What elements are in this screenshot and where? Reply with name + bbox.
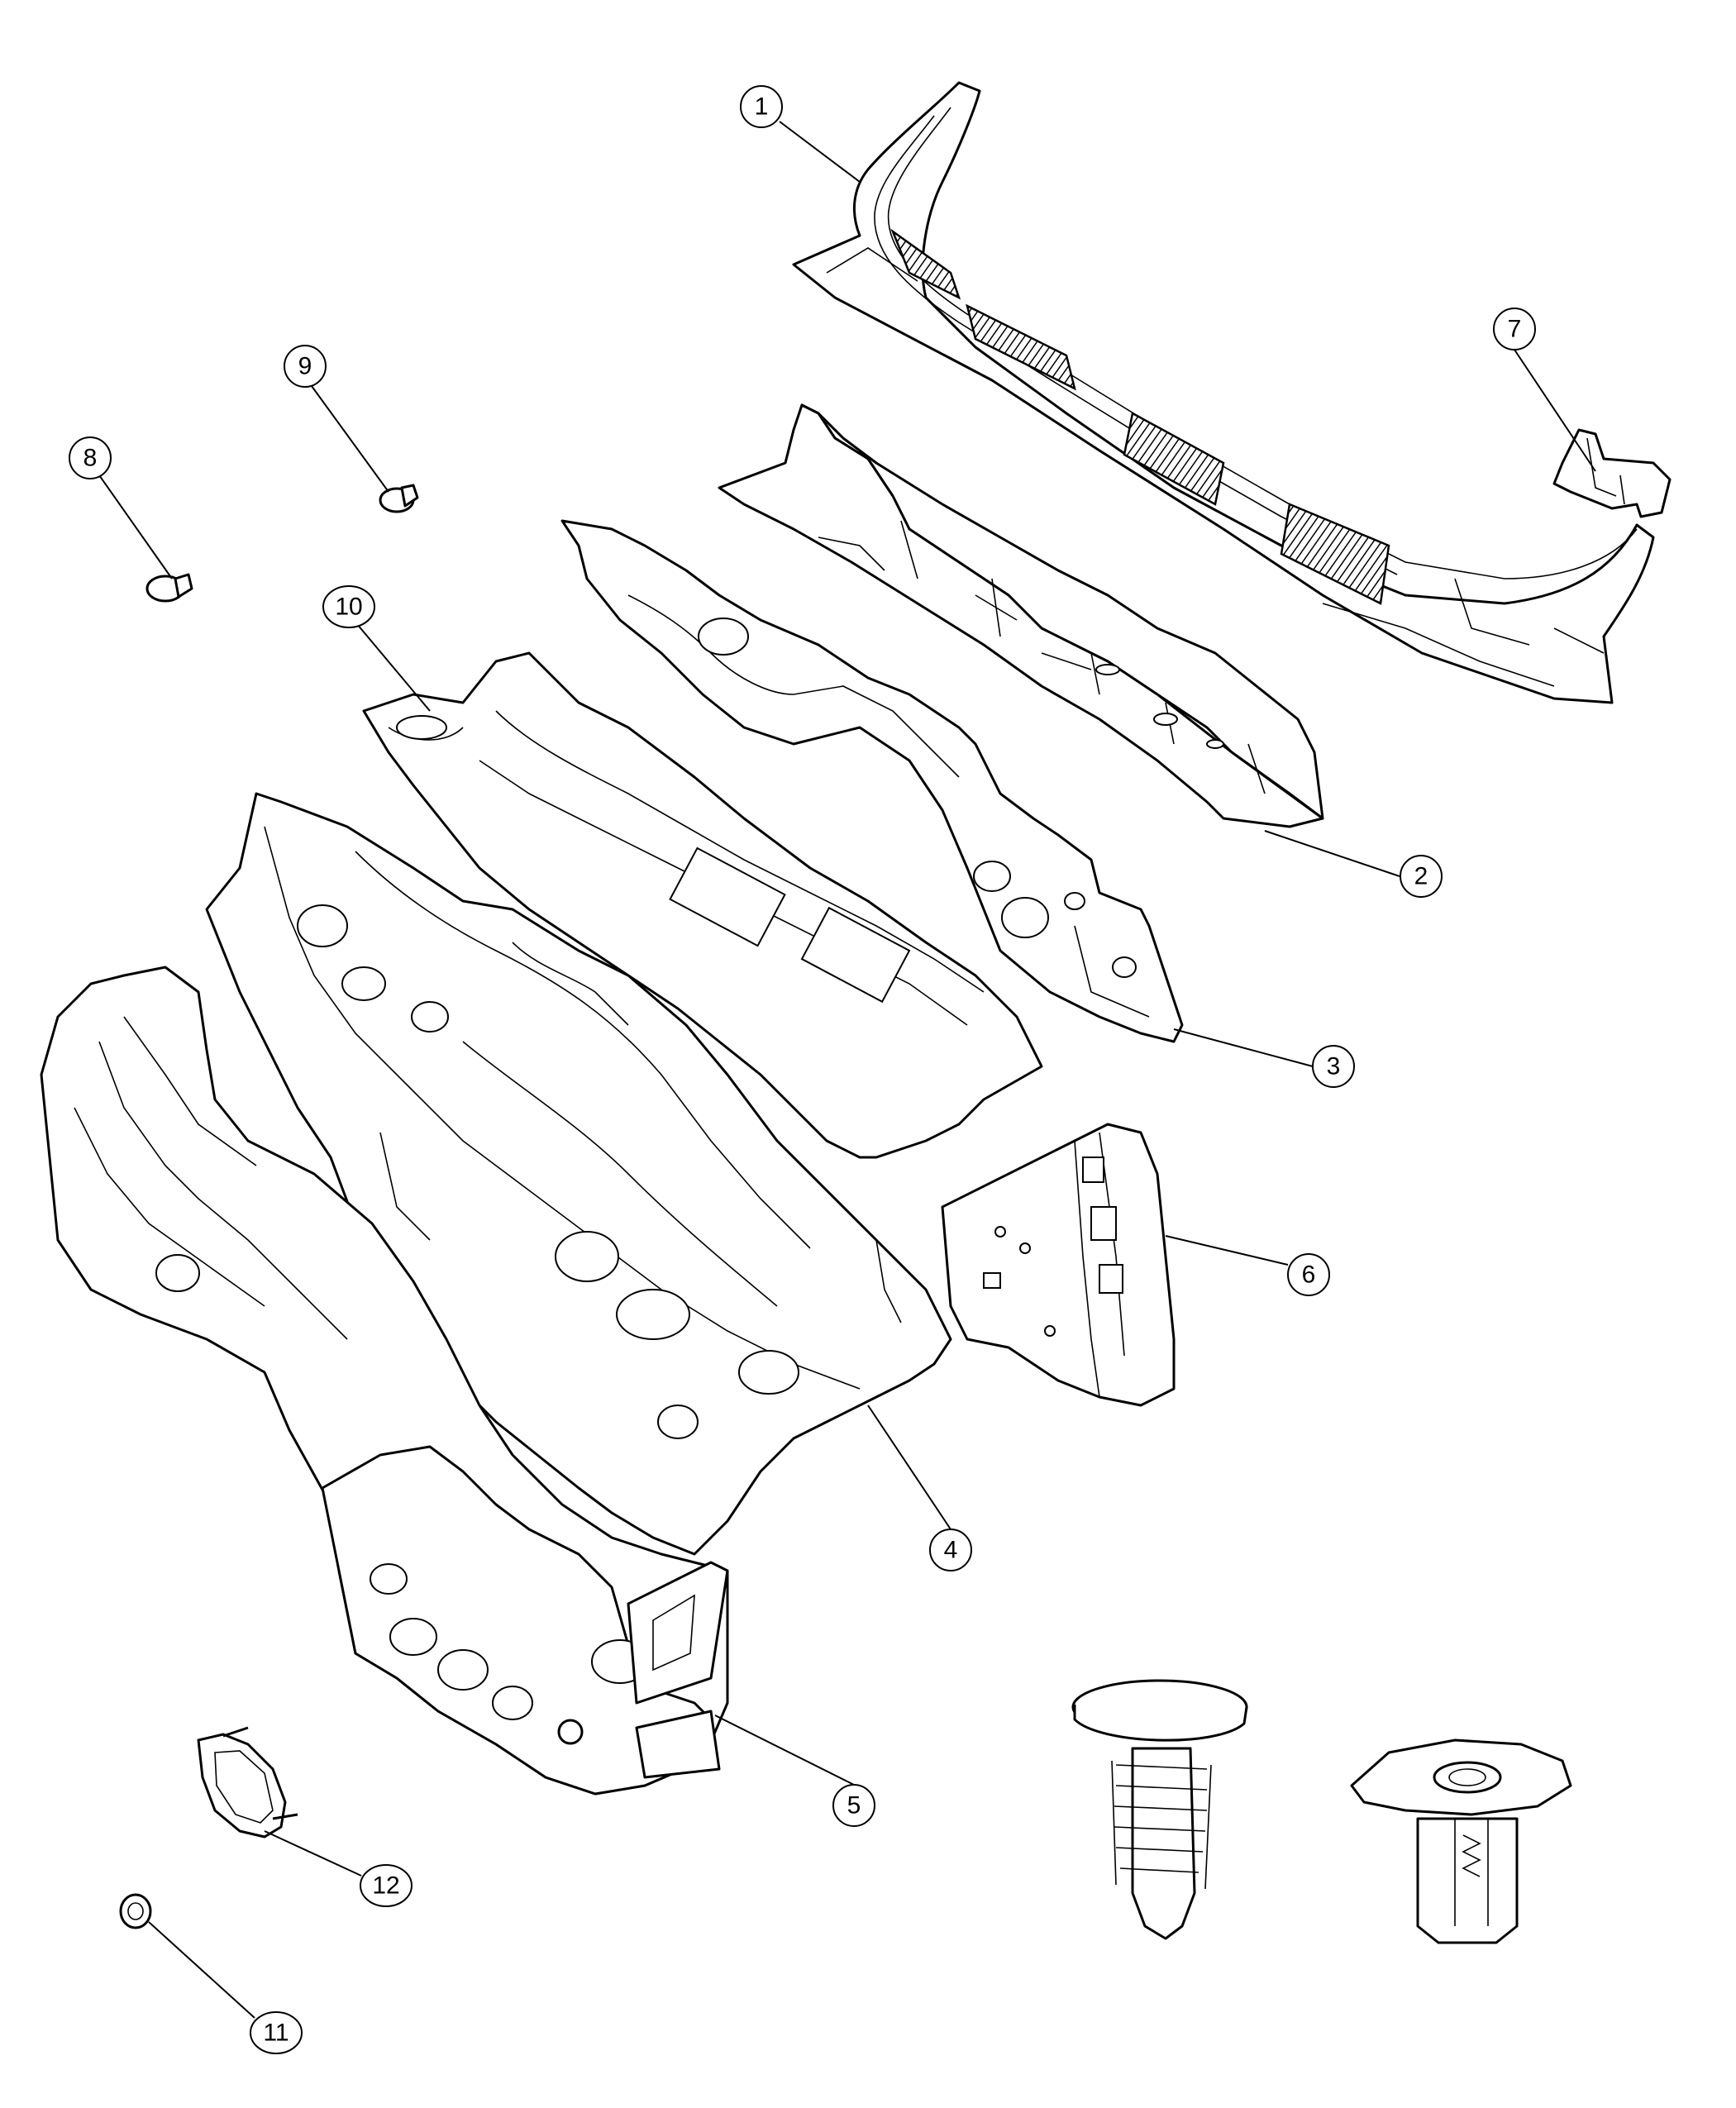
push-pin-fastener-detail bbox=[1071, 1679, 1248, 1940]
push-nut-fastener-detail bbox=[1350, 1738, 1572, 1944]
part-4-dash-panel-lower bbox=[205, 792, 952, 1556]
leader-lines bbox=[97, 121, 1596, 2019]
callout-12-label: 12 bbox=[372, 1872, 399, 1900]
callout-8: 8 bbox=[69, 436, 112, 479]
part-6-side-bracket bbox=[941, 1123, 1176, 1407]
callout-5-label: 5 bbox=[847, 1792, 861, 1819]
callout-9: 9 bbox=[284, 345, 327, 388]
callout-4: 4 bbox=[929, 1529, 972, 1571]
callout-9-label: 9 bbox=[298, 353, 312, 380]
part-7-small-bracket bbox=[1552, 428, 1672, 518]
callout-7-label: 7 bbox=[1508, 316, 1522, 343]
callout-1: 1 bbox=[740, 85, 783, 128]
callout-4-label: 4 bbox=[944, 1537, 958, 1564]
part-2-plenum-panel bbox=[718, 403, 1324, 828]
callout-10-label: 10 bbox=[335, 594, 362, 621]
callout-11: 11 bbox=[250, 2011, 303, 2054]
part-3-dash-panel-upper bbox=[560, 519, 1184, 1043]
callout-11-label: 11 bbox=[263, 2020, 289, 2047]
callout-3-label: 3 bbox=[1327, 1053, 1341, 1080]
callout-7: 7 bbox=[1493, 308, 1536, 351]
callout-8-label: 8 bbox=[83, 445, 98, 472]
callout-2: 2 bbox=[1400, 855, 1443, 898]
callout-12: 12 bbox=[360, 1864, 413, 1907]
callout-2-label: 2 bbox=[1414, 863, 1428, 890]
callout-1-label: 1 bbox=[755, 93, 769, 121]
part-12-stud-plate bbox=[197, 1726, 298, 1839]
part-10-dash-panel-middle bbox=[362, 651, 1043, 1159]
part-1-cowl-panel bbox=[792, 81, 1655, 704]
callout-3: 3 bbox=[1312, 1045, 1355, 1088]
callout-5: 5 bbox=[832, 1784, 875, 1827]
callout-10: 10 bbox=[322, 585, 375, 628]
part-5-dash-silencer bbox=[40, 966, 729, 1796]
part-9-clip bbox=[379, 484, 419, 513]
callout-6: 6 bbox=[1287, 1253, 1330, 1296]
callout-6-label: 6 bbox=[1302, 1261, 1316, 1289]
part-8-push-pin bbox=[145, 573, 193, 603]
part-11-grommet bbox=[119, 1893, 152, 1929]
